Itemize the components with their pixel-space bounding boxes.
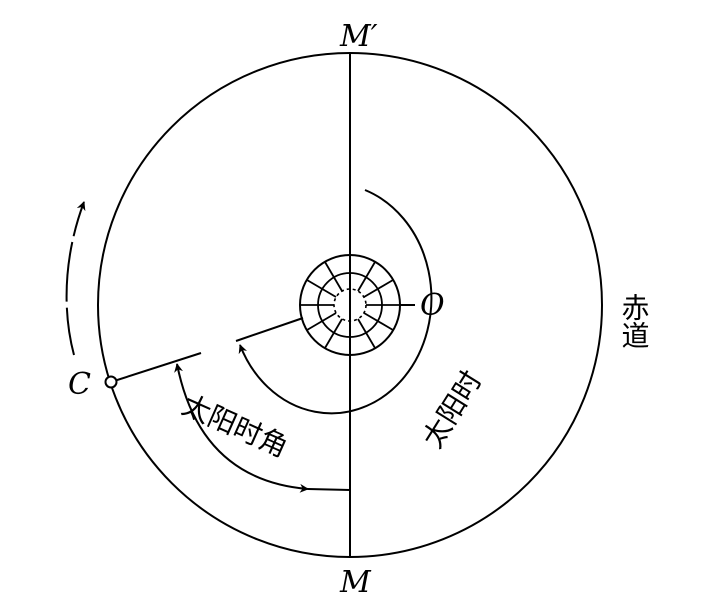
label-m-prime: M′ xyxy=(339,19,378,54)
rotation-arrow xyxy=(65,201,86,356)
label-solar-time: 太阳时 xyxy=(416,365,489,454)
label-solar-hour-angle: 太阳时角 xyxy=(177,388,293,464)
label-m: M xyxy=(339,565,372,600)
solar-hour-angle-arc xyxy=(174,363,309,493)
pole-globe xyxy=(299,254,415,356)
solar-time-arc xyxy=(238,189,433,415)
label-o: O xyxy=(420,288,445,323)
point-c-marker xyxy=(104,375,118,389)
label-c: C xyxy=(68,367,91,402)
label-equator: 赤道 xyxy=(618,293,651,349)
hour-circle-line xyxy=(110,317,304,383)
hour-angle-tick xyxy=(307,488,351,491)
